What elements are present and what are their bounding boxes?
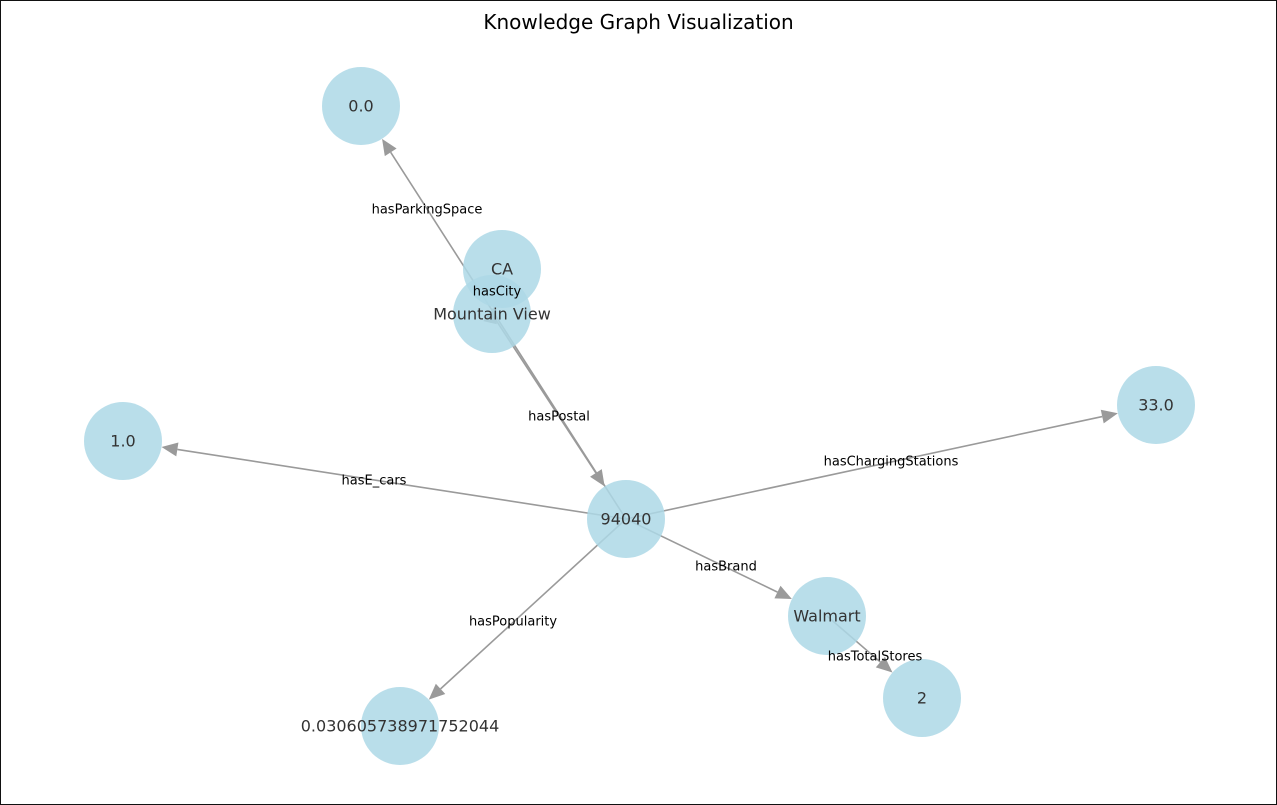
node-n2: 2 xyxy=(883,659,961,737)
edge-labels-layer: hasParkingSpace hasCity hasPostal hasE_cars… xyxy=(342,203,959,665)
node-label: 1.0 xyxy=(110,432,135,451)
node-label: 33.0 xyxy=(1138,396,1174,415)
arrowhead-icon xyxy=(590,469,605,487)
arrowhead-icon xyxy=(774,585,792,600)
node-n33: 33.0 xyxy=(1117,366,1195,444)
arrowhead-icon xyxy=(875,656,893,673)
edge-label: hasChargingStations xyxy=(824,455,959,470)
node-circle xyxy=(453,275,531,353)
node-circle xyxy=(322,67,400,145)
node-label: Walmart xyxy=(793,607,860,626)
edge-label: hasTotalStores xyxy=(828,650,923,665)
node-pop: 0.030605738971752044 xyxy=(301,687,500,765)
node-wm: Walmart xyxy=(788,577,866,655)
arrowhead-icon xyxy=(428,683,446,700)
edge-line xyxy=(177,448,627,520)
node-circle xyxy=(361,687,439,765)
graph-title: Knowledge Graph Visualization xyxy=(483,10,794,34)
node-circle xyxy=(883,659,961,737)
node-label: 0.030605738971752044 xyxy=(301,717,500,736)
node-mv: Mountain View xyxy=(433,275,551,353)
edge-label: hasPopularity xyxy=(469,615,557,630)
node-circle xyxy=(1117,366,1195,444)
arrowhead-icon xyxy=(382,138,397,157)
edge-label: hasCity xyxy=(473,285,522,300)
edge-line xyxy=(440,518,627,690)
node-label: 2 xyxy=(917,689,927,708)
edge-hasE_cars xyxy=(161,442,627,520)
node-zip: 94040 xyxy=(587,480,665,558)
node-circle xyxy=(587,480,665,558)
node-circle xyxy=(788,577,866,655)
arrowhead-icon xyxy=(161,442,179,457)
edges-layer xyxy=(161,138,1118,700)
node-label: 94040 xyxy=(601,510,652,529)
edge-hasPopularity xyxy=(428,518,627,700)
node-n0: 0.0 xyxy=(322,67,400,145)
edge-label: hasParkingSpace xyxy=(372,203,483,218)
edge-hasChargingStations xyxy=(625,409,1118,520)
node-circle xyxy=(84,402,162,480)
node-label: 0.0 xyxy=(348,97,373,116)
arrowhead-icon xyxy=(1100,409,1118,424)
node-label: Mountain View xyxy=(433,305,551,324)
edge-line xyxy=(625,415,1103,520)
edge-label: hasPostal xyxy=(528,410,590,425)
node-label: CA xyxy=(491,260,513,279)
edge-label: hasBrand xyxy=(695,560,757,575)
edge-label: hasE_cars xyxy=(342,474,407,489)
node-n1: 1.0 xyxy=(84,402,162,480)
